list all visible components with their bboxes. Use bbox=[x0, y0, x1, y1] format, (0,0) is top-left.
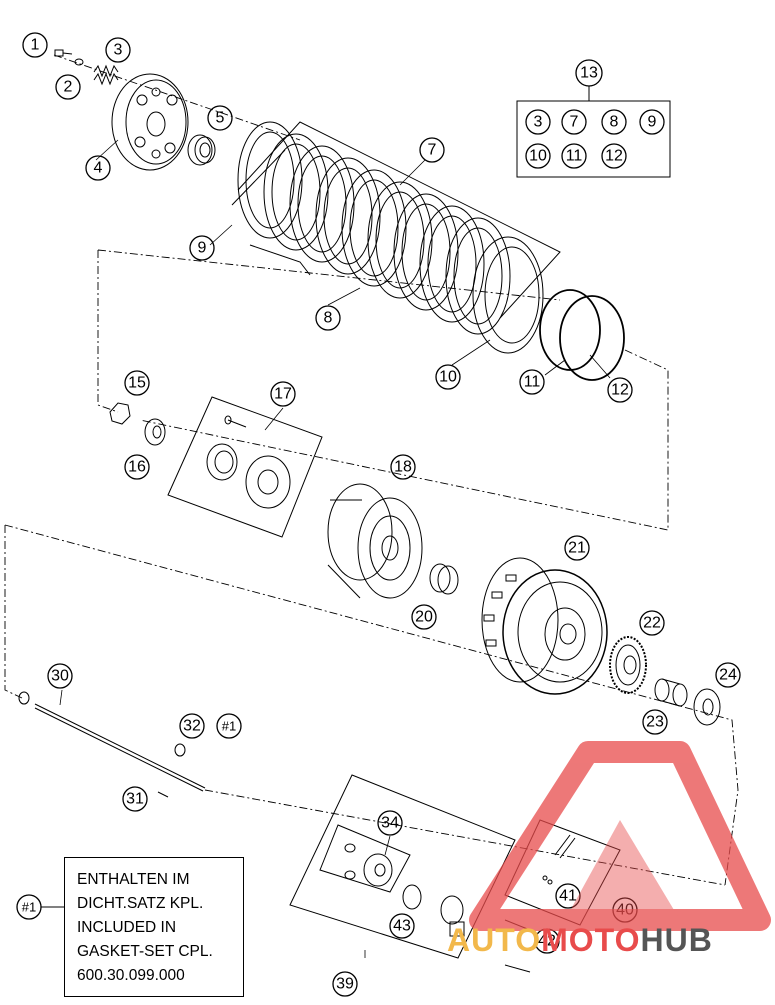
callout-21: 21 bbox=[568, 540, 586, 557]
clutch-disc-pack bbox=[231, 121, 561, 354]
callout-42: 42 bbox=[538, 933, 556, 950]
group-box-34 bbox=[319, 824, 411, 893]
callout-3: 3 bbox=[114, 42, 123, 59]
bushing-part-20 bbox=[429, 563, 459, 595]
watermark-moto: MOTO bbox=[541, 922, 641, 958]
washer-part-16 bbox=[144, 418, 166, 446]
pin-part-31 bbox=[157, 791, 169, 798]
callout-16: 16 bbox=[128, 459, 146, 476]
callout-32: 32 bbox=[183, 718, 201, 735]
bleed-screw-part-41 bbox=[542, 834, 576, 885]
kit-item-5: 10 bbox=[529, 148, 547, 165]
washer-part-2 bbox=[74, 58, 84, 66]
kit-item-2: 7 bbox=[570, 114, 579, 131]
kit-box-13 bbox=[516, 100, 671, 178]
kit-item-1: 3 bbox=[534, 114, 543, 131]
gasket-set-note: ENTHALTEN IM DICHT.SATZ KPL. INCLUDED IN… bbox=[64, 857, 244, 997]
callout-7: 7 bbox=[428, 142, 437, 159]
callout-2: 2 bbox=[64, 79, 73, 96]
callout-15: 15 bbox=[128, 375, 146, 392]
callout-20: 20 bbox=[415, 609, 433, 626]
inner-hub-part-18 bbox=[327, 483, 423, 599]
wire-rings-part-11-12 bbox=[539, 289, 625, 381]
gear-part-22 bbox=[609, 636, 647, 694]
watermark-hub: HUB bbox=[640, 922, 713, 958]
kit-item-4: 9 bbox=[648, 114, 657, 131]
callout-10: 10 bbox=[439, 369, 457, 386]
callout-18: 18 bbox=[394, 459, 412, 476]
callout-8: 8 bbox=[324, 310, 333, 327]
note-line-2: DICHT.SATZ KPL. bbox=[77, 895, 204, 912]
damper-hub-part-17 bbox=[206, 415, 291, 509]
callout-1: 1 bbox=[31, 37, 40, 54]
group-box-17 bbox=[167, 396, 323, 538]
kit-item-3: 8 bbox=[610, 114, 619, 131]
needle-bearing-part-23 bbox=[654, 678, 688, 707]
bearing-part-5 bbox=[187, 134, 216, 166]
kit-item-7: 12 bbox=[605, 148, 623, 165]
note-line-1: ENTHALTEN IM bbox=[77, 871, 190, 888]
push-rod-part-30 bbox=[18, 691, 206, 792]
thrust-washer-part-24 bbox=[693, 688, 721, 726]
watermark-logo bbox=[469, 741, 771, 931]
note-line-5: 600.30.099.000 bbox=[77, 967, 185, 984]
callout-5: 5 bbox=[216, 110, 225, 127]
callout-9: 9 bbox=[198, 240, 207, 257]
callout-gasket-1: #1 bbox=[222, 719, 236, 734]
callout-12: 12 bbox=[611, 382, 629, 399]
pressure-plate-part-4 bbox=[111, 73, 189, 171]
leader-lines bbox=[59, 139, 611, 958]
callout-31: 31 bbox=[126, 791, 144, 808]
note-line-4: GASKET-SET CPL. bbox=[77, 943, 213, 960]
callout-11: 11 bbox=[524, 374, 541, 391]
callout-30: 30 bbox=[51, 668, 69, 685]
watermark-auto: AUTO bbox=[447, 922, 542, 958]
callout-17: 17 bbox=[274, 386, 292, 403]
group-box-39 bbox=[289, 774, 516, 959]
callouts bbox=[16, 32, 741, 997]
callout-39: 39 bbox=[336, 976, 354, 993]
callout-23: 23 bbox=[646, 714, 664, 731]
callout-4: 4 bbox=[94, 160, 103, 177]
seal-part-32 bbox=[174, 743, 186, 757]
callout-13: 13 bbox=[580, 65, 598, 82]
callout-gasket-note: #1 bbox=[22, 900, 36, 915]
watermark-text: AUTOMOTOHUB bbox=[447, 922, 713, 959]
callout-24: 24 bbox=[719, 667, 737, 684]
o-ring-part-43 bbox=[402, 884, 422, 910]
bolt-part-1 bbox=[54, 49, 73, 57]
callout-41: 41 bbox=[559, 888, 577, 905]
nut-part-15 bbox=[109, 402, 131, 425]
kit-item-6: 11 bbox=[566, 148, 583, 165]
slave-cylinder bbox=[440, 895, 465, 937]
callout-34: 34 bbox=[381, 815, 399, 832]
note-line-3: INCLUDED IN bbox=[77, 919, 177, 936]
clutch-basket-part-21 bbox=[481, 557, 608, 695]
cover-part-34 bbox=[344, 843, 393, 887]
callout-43: 43 bbox=[393, 918, 411, 935]
callout-22: 22 bbox=[643, 615, 661, 632]
spring-part-3 bbox=[93, 64, 119, 86]
